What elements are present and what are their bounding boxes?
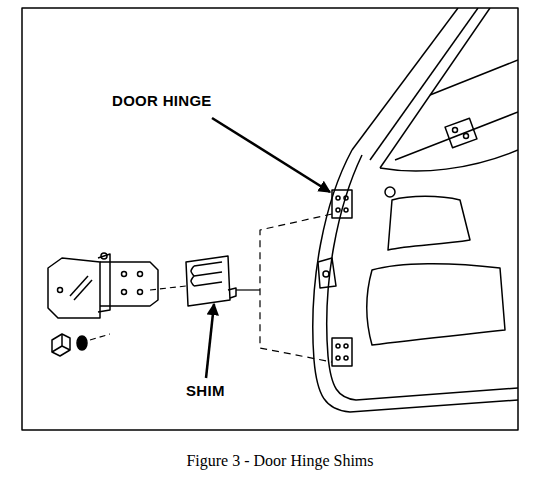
hinge: [48, 253, 158, 318]
bolt: [52, 334, 87, 356]
shim: [186, 256, 236, 306]
leader-line: [212, 118, 330, 192]
part-label: SHIM: [186, 382, 225, 399]
frame: [22, 8, 518, 430]
door: [313, 8, 518, 412]
part-label: DOOR HINGE: [112, 92, 212, 109]
figure-caption: Figure 3 - Door Hinge Shims: [0, 452, 560, 470]
leader-line: [206, 304, 214, 378]
